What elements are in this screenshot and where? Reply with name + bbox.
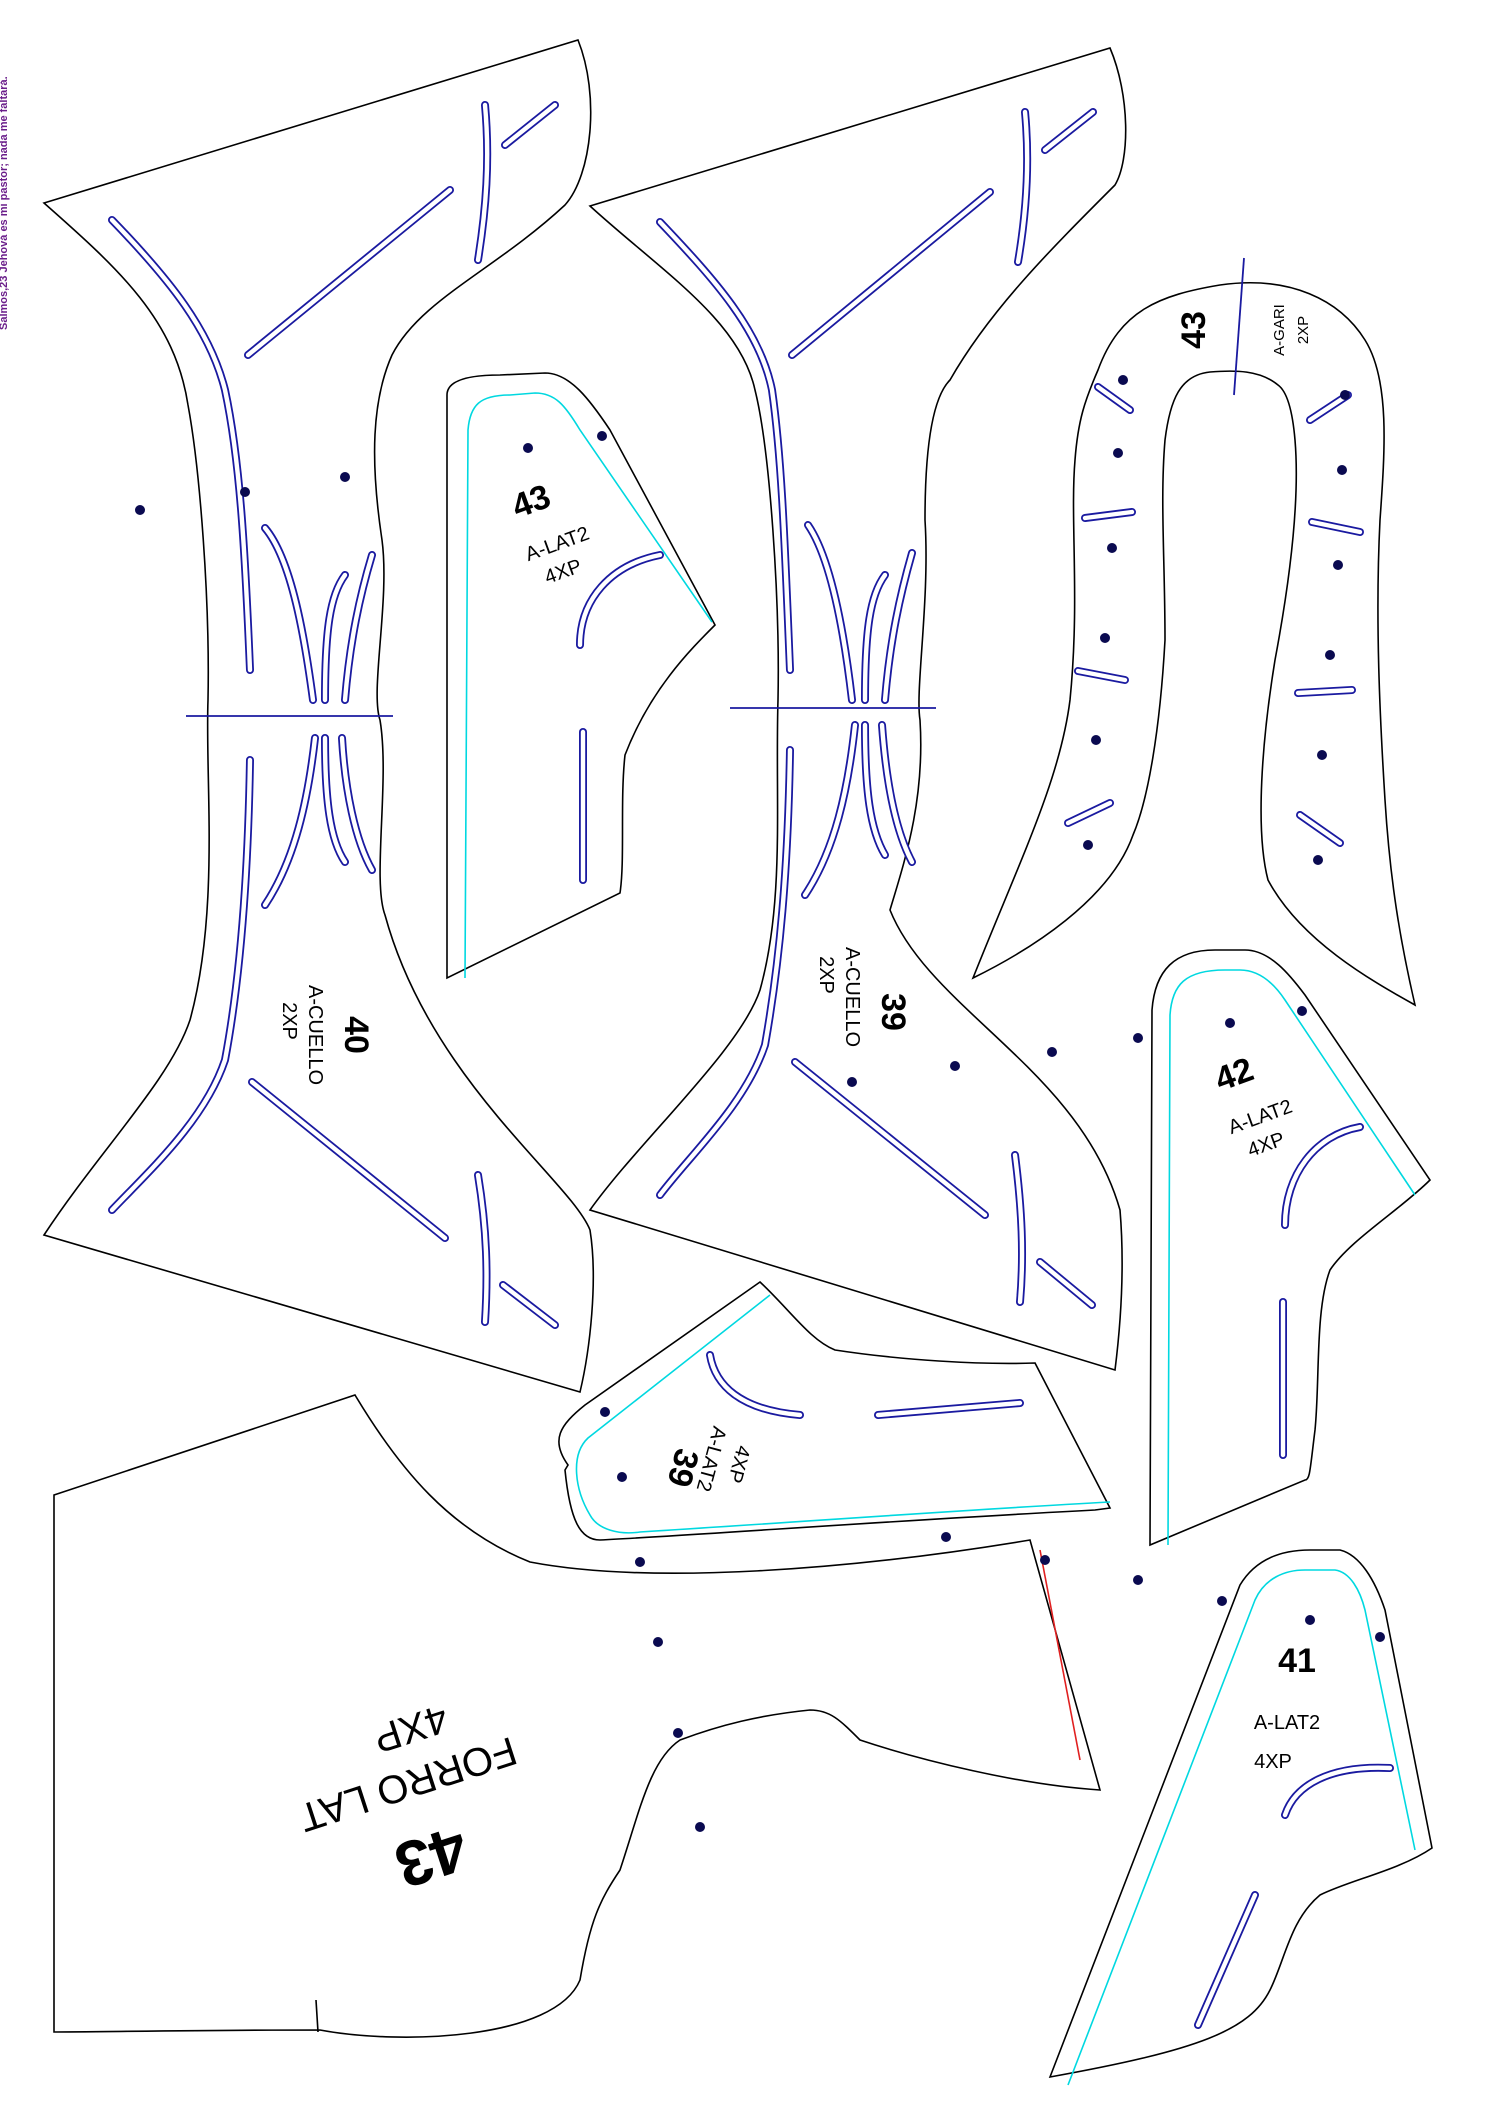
piece-39-lat-qty: 4XP xyxy=(723,1443,754,1485)
piece-40-label: 40 A-CUELLO 2XP xyxy=(278,985,375,1085)
piece-39-qty: 2XP xyxy=(815,956,837,994)
piece-43-gari-name: A-GARI xyxy=(1271,304,1288,356)
piece-43-forro-label: 43 FORRO LAT 4XP xyxy=(293,1696,521,1903)
piece-43-forro-outline xyxy=(53,1394,1102,2038)
piece-43-lat-name: A-LAT2 xyxy=(522,523,592,566)
piece-43-forro-cut-edge xyxy=(1039,1549,1081,1761)
piece-39-lat-outline xyxy=(558,1280,1112,1541)
piece-42-stitch-slots xyxy=(1279,1123,1364,1459)
piece-43-gari-notch-line xyxy=(1233,257,1245,396)
piece-42-marker-dots xyxy=(1225,1006,1307,1028)
piece-39-lat-seam xyxy=(575,1294,1111,1534)
piece-40-outline xyxy=(42,39,595,1394)
piece-43-gari-size: 43 xyxy=(1175,311,1213,349)
piece-43-lat-label: 43 A-LAT2 4XP xyxy=(507,477,592,589)
piece-43-lat-seam xyxy=(464,392,713,979)
piece-42-a-lat2: 42 A-LAT2 4XP xyxy=(1149,949,1432,1547)
piece-41-seam xyxy=(1067,1569,1416,2086)
piece-43-lat-outline xyxy=(446,372,716,980)
piece-43-forro-size: 43 xyxy=(387,1812,477,1902)
piece-40-name: A-CUELLO xyxy=(304,985,326,1085)
piece-39-label: 39 A-CUELLO 2XP xyxy=(815,947,912,1047)
piece-40-size: 40 xyxy=(337,1016,375,1054)
piece-43-forro-lat: 43 FORRO LAT 4XP xyxy=(53,1394,1227,2038)
piece-42-outline xyxy=(1149,949,1432,1547)
piece-40-a-cuello: 40 A-CUELLO 2XP xyxy=(42,39,595,1394)
piece-39-lat-stitch-slots xyxy=(706,1351,1024,1419)
piece-39-lat-label: 39 A-LAT2 4XP xyxy=(659,1424,754,1494)
piece-41-marker-dots xyxy=(1305,1615,1385,1642)
piece-39-lat-marker-dots xyxy=(600,1407,645,1567)
piece-43-lat-marker-dots xyxy=(523,431,607,453)
piece-43-forro-notch xyxy=(315,1999,319,2033)
piece-43-lat-qty: 4XP xyxy=(542,555,585,589)
piece-42-size: 42 xyxy=(1210,1050,1259,1099)
piece-41-qty: 4XP xyxy=(1254,1751,1292,1773)
piece-42-label: 42 A-LAT2 4XP xyxy=(1210,1050,1295,1162)
piece-39-marker-dots xyxy=(847,1033,1143,1087)
piece-42-seam xyxy=(1167,969,1416,1546)
piece-43-gari-outline xyxy=(971,281,1417,1007)
piece-39-outline xyxy=(588,47,1127,1372)
piece-41-outline xyxy=(1048,1549,1433,2079)
piece-41-label: 41 A-LAT2 4XP xyxy=(1254,1642,1320,1773)
piece-43-gari-qty: 2XP xyxy=(1295,316,1312,344)
piece-42-name: A-LAT2 xyxy=(1225,1096,1295,1139)
piece-40-stitch-slots xyxy=(108,101,559,1329)
piece-43-gari-label: 43 A-GARI 2XP xyxy=(1175,304,1312,356)
piece-41-size: 41 xyxy=(1278,1642,1316,1680)
piece-42-qty: 4XP xyxy=(1245,1128,1288,1162)
piece-39-name: A-CUELLO xyxy=(841,947,863,1047)
piece-43-a-gari: 43 A-GARI 2XP xyxy=(971,257,1417,1007)
piece-41-a-lat2: 41 A-LAT2 4XP xyxy=(1048,1549,1433,2086)
piece-43-a-lat2: 43 A-LAT2 4XP xyxy=(446,372,716,980)
piece-39-a-lat2: 39 A-LAT2 4XP xyxy=(558,1280,1112,1567)
piece-43-gari-stitch-slots xyxy=(1064,383,1364,847)
piece-43-lat-size: 43 xyxy=(507,477,556,526)
piece-43-gari-marker-dots xyxy=(1083,375,1350,865)
piece-41-name: A-LAT2 xyxy=(1254,1712,1320,1734)
piece-43-forro-marker-dots xyxy=(653,1532,1227,1832)
piece-40-qty: 2XP xyxy=(278,1002,300,1040)
piece-40-marker-dots xyxy=(135,472,350,515)
piece-39-a-cuello: 39 A-CUELLO 2XP xyxy=(588,47,1143,1372)
piece-41-stitch-slots xyxy=(1194,1763,1394,2029)
piece-43-lat-stitch-slots xyxy=(576,551,664,884)
piece-39-stitch-slots xyxy=(656,108,1097,1309)
piece-39-size: 39 xyxy=(874,993,912,1031)
